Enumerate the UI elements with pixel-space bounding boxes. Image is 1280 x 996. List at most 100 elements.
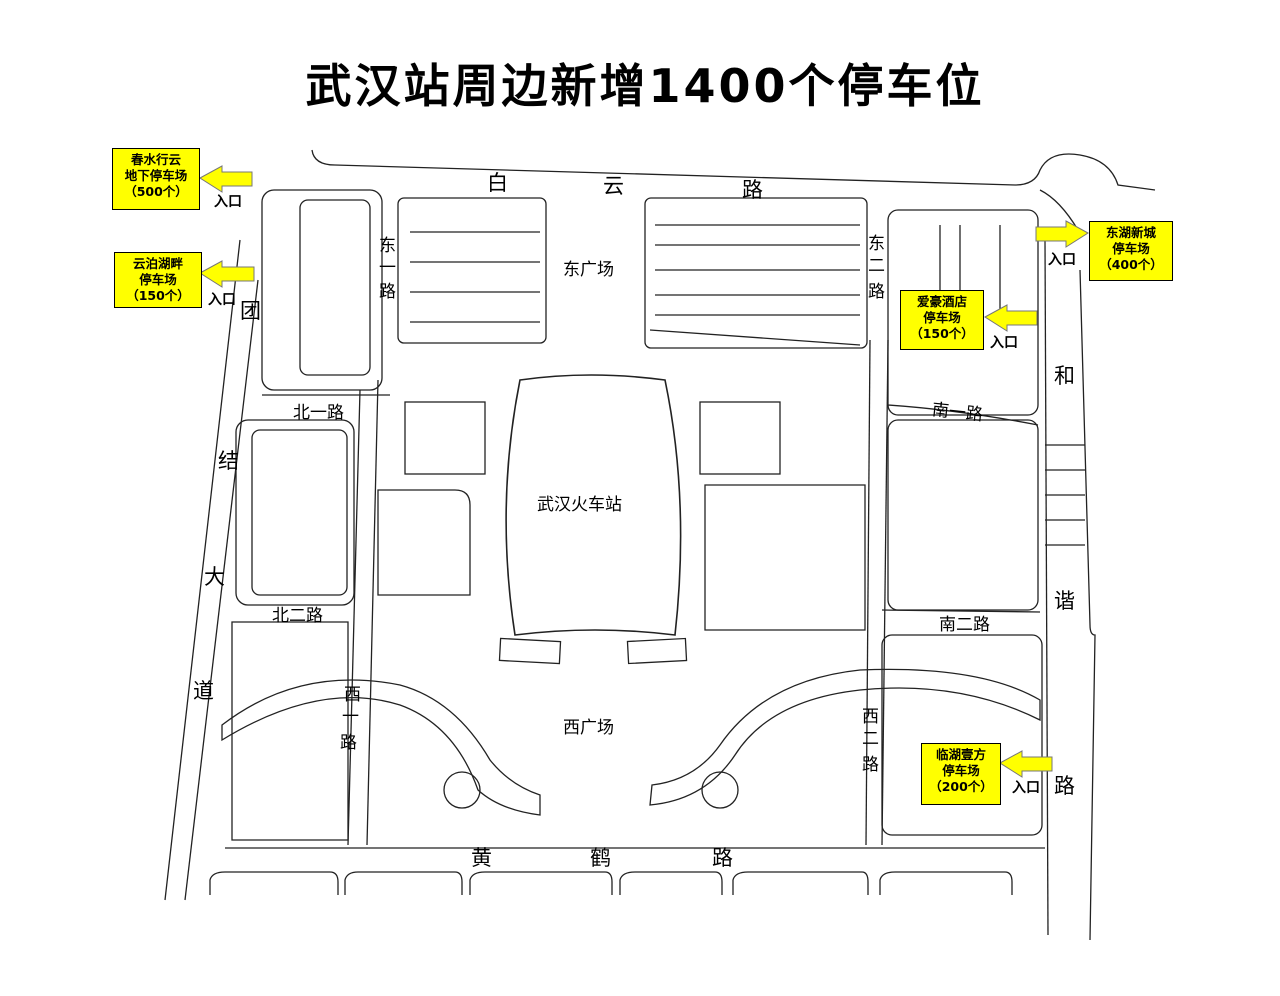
east-block-2-edge xyxy=(649,329,861,346)
hexie-road-edge xyxy=(1044,239,1049,936)
parking-label-type: 停车场 xyxy=(1112,241,1150,256)
parking-label-count: （200个） xyxy=(929,779,993,794)
entry-donghu: 入口 xyxy=(1048,252,1076,268)
arrow-chunshui xyxy=(199,165,253,193)
road-xiyi-3: 路 xyxy=(340,733,357,753)
huanghe-block xyxy=(469,871,613,895)
west-promenade xyxy=(221,679,541,816)
parking-label-count: （500个） xyxy=(124,184,188,199)
road-hexie-3: 路 xyxy=(1054,774,1075,798)
road-naner: 南二路 xyxy=(939,615,990,635)
huanghe-block xyxy=(209,871,339,895)
parking-label-count: （150个） xyxy=(126,288,190,303)
canopy-left xyxy=(498,637,562,665)
hexie-road-edge xyxy=(1079,269,1096,941)
road-xiyi-2: 一 xyxy=(342,707,359,727)
entry-linhu: 入口 xyxy=(1012,780,1040,796)
parking-label-type: 停车场 xyxy=(139,272,177,287)
west-block xyxy=(235,419,355,606)
parking-label-aihao: 爱豪酒店 停车场 （150个） xyxy=(900,290,984,350)
parking-label-type: 地下停车场 xyxy=(124,168,188,183)
tuanjie-road-edge xyxy=(164,239,241,901)
west-hall xyxy=(404,401,486,475)
nw-inner xyxy=(299,199,371,376)
parking-label-yunbo: 云泊湖畔 停车场 （150个） xyxy=(114,252,202,308)
station-building xyxy=(505,374,682,636)
nw-block xyxy=(261,189,383,391)
entry-aihao: 入口 xyxy=(990,335,1018,351)
arrow-aihao xyxy=(984,304,1038,332)
xier-road xyxy=(865,339,871,846)
east-fountain xyxy=(701,771,739,809)
road-tuanjie-3: 大 xyxy=(204,565,225,589)
road-huanghe-2: 鹤 xyxy=(590,846,611,870)
parking-label-type: 停车场 xyxy=(942,763,980,778)
road-beiyi: 北一路 xyxy=(293,403,344,423)
parking-label-donghu: 东湖新城 停车场 （400个） xyxy=(1089,221,1173,281)
road-hexie-2: 谐 xyxy=(1054,589,1075,613)
east-block-1 xyxy=(397,197,547,344)
road-huanghe-3: 路 xyxy=(712,846,733,870)
se-block-1 xyxy=(887,419,1039,611)
road-donger-2: 二 xyxy=(868,256,885,276)
xiyi-road xyxy=(347,389,361,846)
road-donger-3: 路 xyxy=(868,282,885,302)
road-baiyun-1: 白 xyxy=(487,171,508,195)
parking-label-chunshui: 春水行云 地下停车场 （500个） xyxy=(112,148,200,210)
sw-block xyxy=(231,621,349,841)
huanghe-block xyxy=(732,871,869,895)
road-nanyi: 南一路 xyxy=(931,400,984,425)
road-xiyi-1: 西 xyxy=(344,685,361,705)
parking-label-name: 爱豪酒店 xyxy=(916,294,967,309)
west-fountain xyxy=(443,771,481,809)
parking-rows xyxy=(655,224,860,316)
huanghe-block xyxy=(619,871,723,895)
road-tuanjie-1: 团 xyxy=(240,299,261,323)
road-xier-3: 路 xyxy=(862,755,879,775)
se-block-2 xyxy=(881,634,1043,836)
arrow-yunbo xyxy=(199,260,255,288)
parking-label-name: 临湖壹方 xyxy=(935,747,986,762)
canopy-right xyxy=(626,637,688,665)
parking-label-name: 云泊湖畔 xyxy=(132,256,183,271)
parking-rows xyxy=(410,231,540,323)
east-promenade xyxy=(649,668,1041,806)
road-xier-1: 西 xyxy=(862,707,879,727)
naner-road xyxy=(881,609,1041,613)
road-huanghe-1: 黄 xyxy=(471,846,492,870)
east-hall xyxy=(699,401,781,475)
road-dongyi-3: 路 xyxy=(379,282,396,302)
aihao-block xyxy=(887,209,1039,416)
road-hexie-1: 和 xyxy=(1054,364,1075,388)
road-xier-2: 二 xyxy=(862,729,879,749)
west-inner xyxy=(251,429,348,596)
baiyun-road-edge xyxy=(1039,189,1079,231)
place-west-square: 西广场 xyxy=(563,718,614,738)
road-dongyi-2: 一 xyxy=(379,258,396,278)
place-east-square: 东广场 xyxy=(563,260,614,280)
road-dongyi-1: 东 xyxy=(379,236,396,256)
huanghe-block xyxy=(879,871,1013,895)
xiyi-road xyxy=(366,379,379,846)
road-donger-1: 东 xyxy=(868,234,885,254)
map-title: 武汉站周边新增1400个停车位 xyxy=(305,59,985,113)
parking-label-count: （400个） xyxy=(1099,257,1163,272)
east-block-2 xyxy=(644,197,868,349)
parking-label-name: 东湖新城 xyxy=(1105,225,1156,240)
arrow-linhu xyxy=(999,750,1053,778)
baiyun-road-edge xyxy=(311,149,1156,191)
road-baiyun-3: 路 xyxy=(742,178,763,202)
east-wing xyxy=(704,484,866,631)
place-station: 武汉火车站 xyxy=(537,495,622,515)
tuanjie-road-edge xyxy=(184,279,259,901)
parking-label-type: 停车场 xyxy=(923,310,961,325)
road-baiyun-2: 云 xyxy=(603,174,624,198)
parking-rows xyxy=(1045,444,1085,546)
arrow-donghu xyxy=(1035,220,1089,248)
west-wing xyxy=(377,489,471,596)
road-tuanjie-4: 道 xyxy=(193,679,214,703)
huanghe-block xyxy=(344,871,463,895)
parking-label-name: 春水行云 xyxy=(130,152,181,167)
xier-road xyxy=(881,339,889,846)
entry-chunshui: 入口 xyxy=(214,194,242,210)
